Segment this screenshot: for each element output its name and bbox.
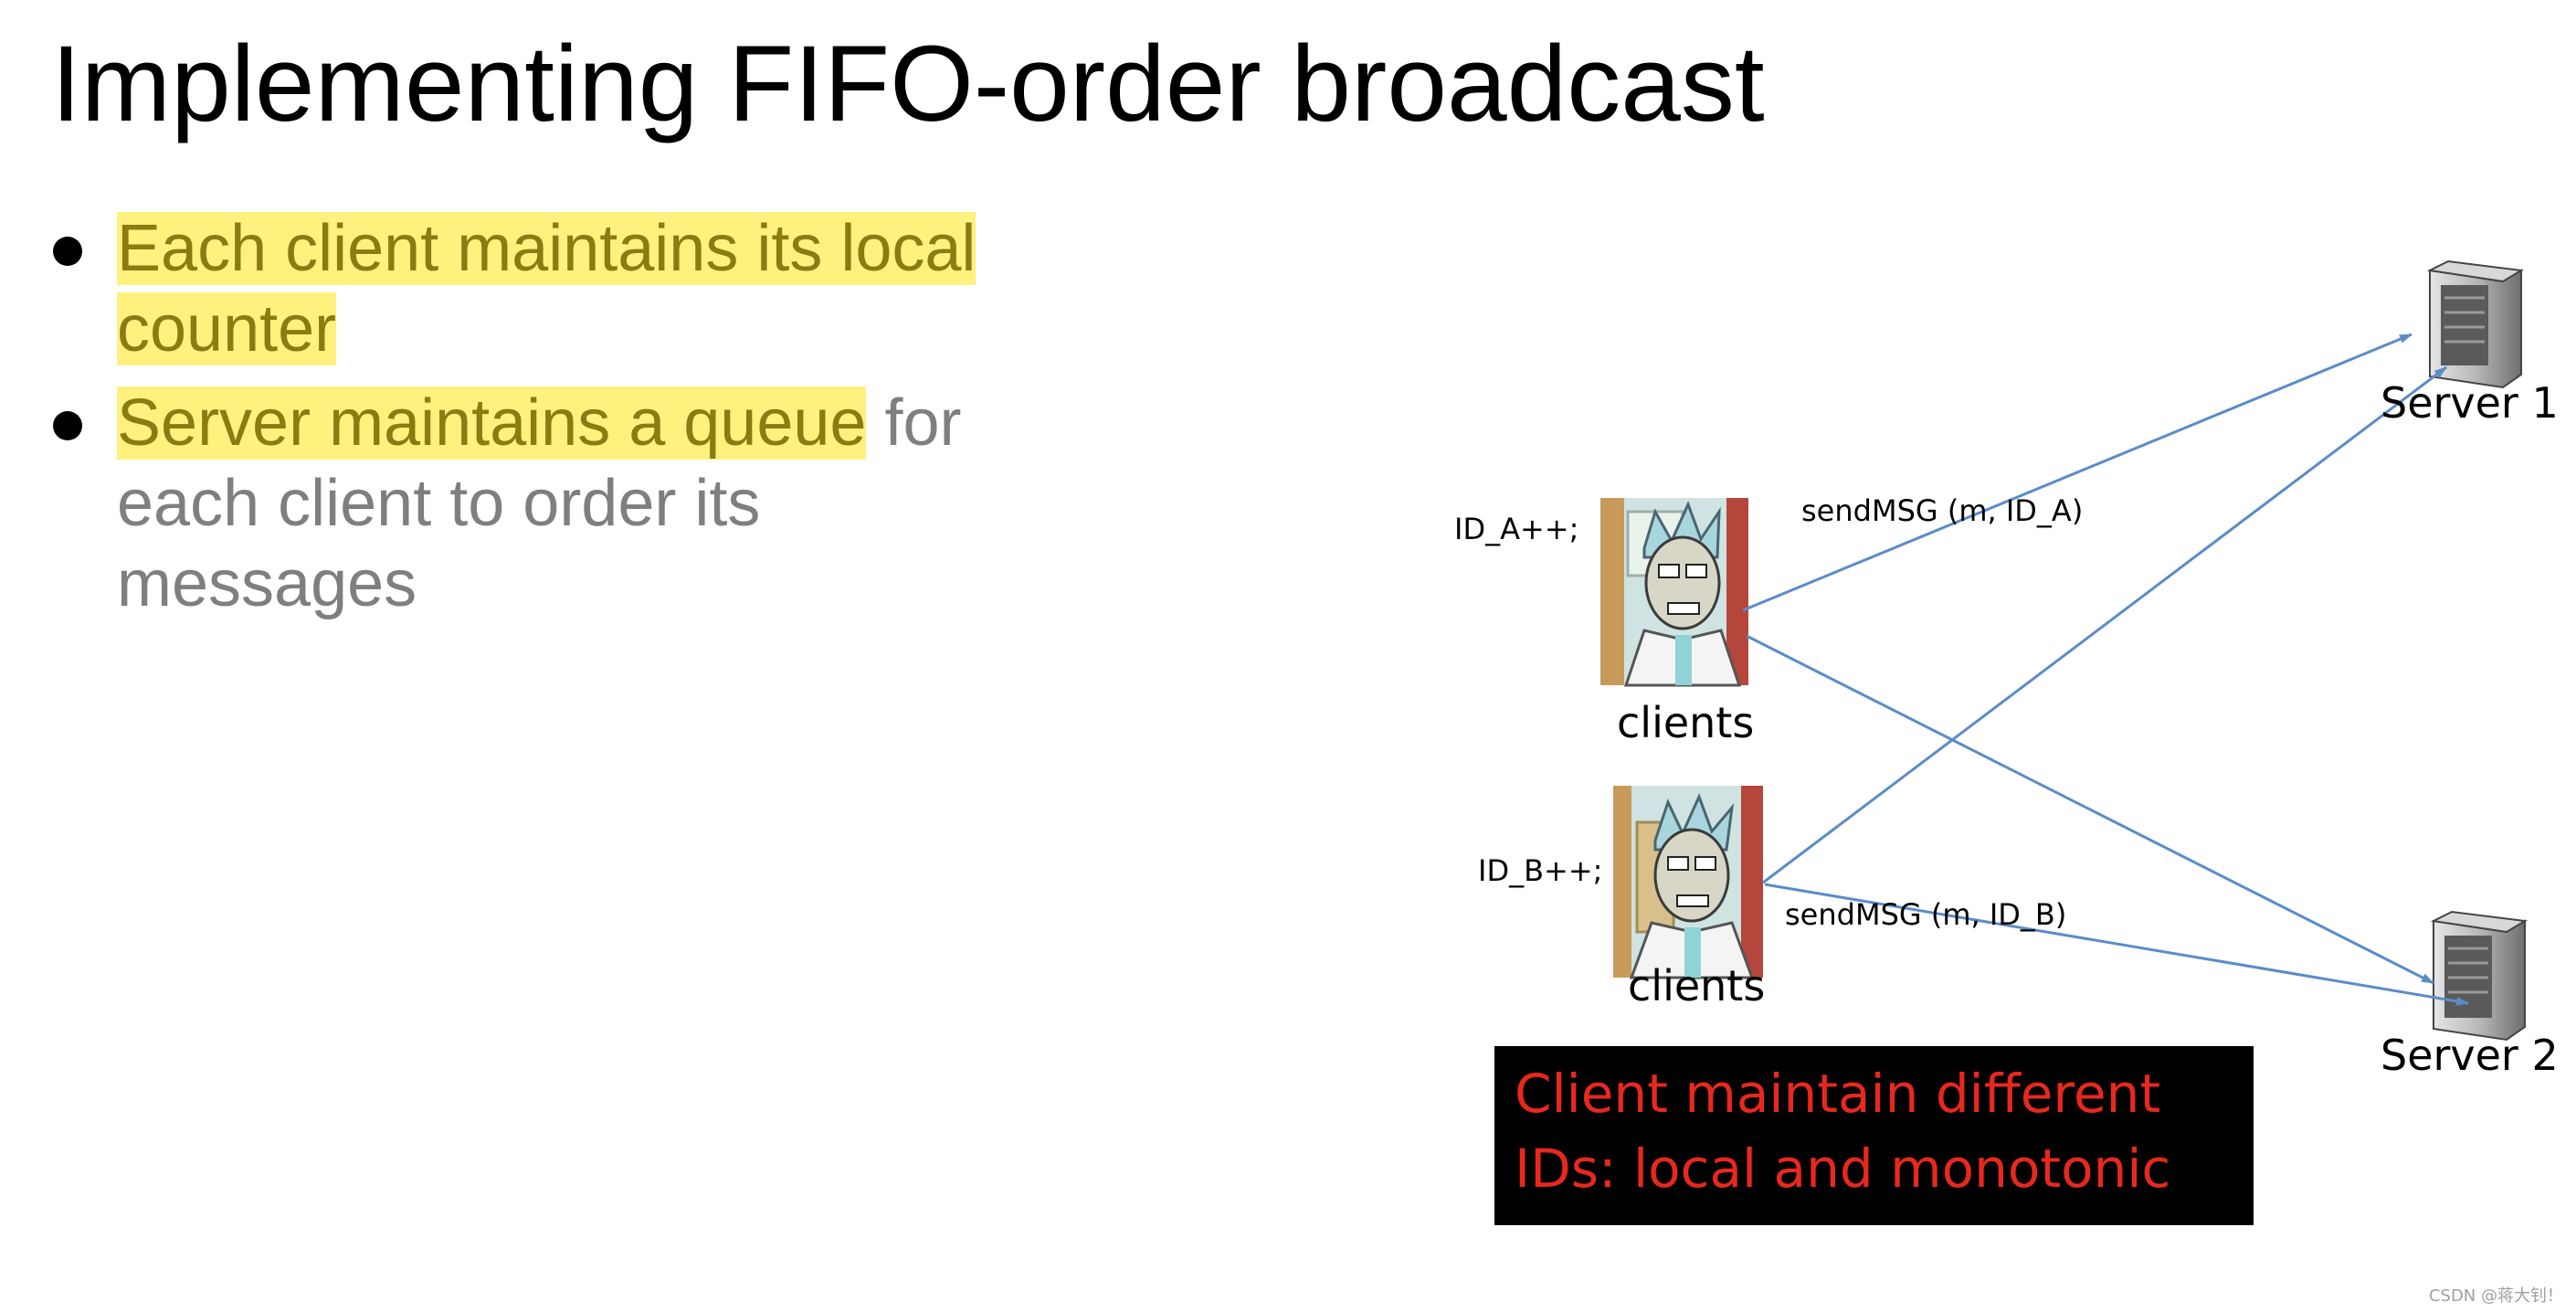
- client-a-message: sendMSG (m, ID_A): [1801, 493, 2084, 528]
- bullet-1-line-2: counter: [117, 292, 337, 365]
- client-a-label: clients: [1617, 698, 1755, 747]
- slide-title: Implementing FIFO-order broadcast: [51, 24, 1765, 144]
- client-b-label: clients: [1628, 961, 1766, 1010]
- callout-line-2: IDs: local and monotonic: [1515, 1137, 2171, 1200]
- callout-box: [1494, 1046, 2254, 1225]
- client-b-avatar: [1613, 786, 1763, 979]
- callout-line-1: Client maintain different: [1515, 1063, 2161, 1125]
- server-2-icon: [2430, 910, 2528, 1042]
- arrow-client-b-to-server-2: [1764, 883, 2469, 1006]
- server-2-label: Server 2: [2381, 1031, 2559, 1080]
- bullet-2: Server maintains a queue for each client…: [117, 383, 1030, 624]
- server-1-icon: [2426, 259, 2524, 389]
- arrow-client-b-to-server-1: [1762, 365, 2447, 884]
- server-1-label: Server 1: [2381, 378, 2559, 428]
- client-b-message: sendMSG (m, ID_B): [1785, 897, 2067, 932]
- bullet-1-line-1: Each client maintains its local: [117, 212, 977, 285]
- bullet-2-highlight: Server maintains a queue: [117, 386, 867, 460]
- client-a-counter: ID_A++;: [1454, 512, 1579, 546]
- client-b-counter: ID_B++;: [1478, 853, 1603, 888]
- arrow-client-a-to-server-1: [1742, 333, 2412, 612]
- client-a-avatar: [1600, 498, 1748, 687]
- bullet-marker: [53, 237, 82, 266]
- callout-text: Client maintain different IDs: local and…: [1515, 1056, 2245, 1206]
- bullet-marker: [53, 411, 82, 440]
- bullet-2-line-1-rest: for: [866, 386, 962, 460]
- arrow-client-a-to-server-2: [1746, 634, 2434, 985]
- bullet-2-line-2: each client to order its: [117, 467, 761, 540]
- bullet-1: Each client maintains its local counter: [117, 208, 1030, 369]
- bullet-2-line-3: messages: [117, 547, 417, 620]
- watermark: CSDN @蒋大钊！: [2428, 1286, 2563, 1306]
